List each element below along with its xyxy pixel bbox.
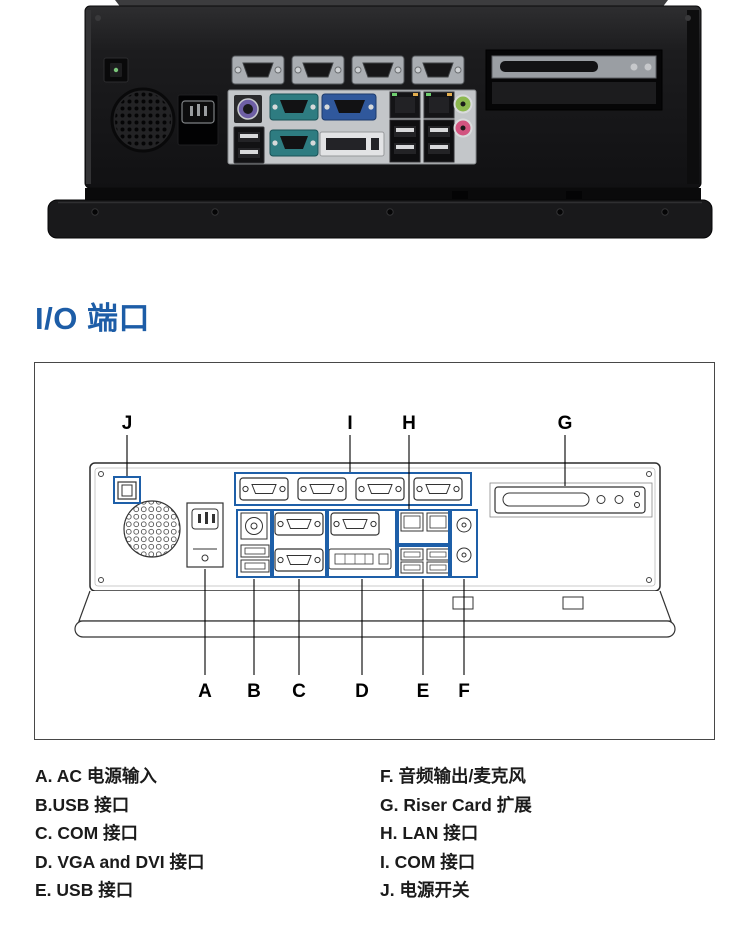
fan-grille-drawing	[123, 500, 181, 558]
callout-box-d	[327, 509, 397, 578]
power-switch-drawing	[117, 481, 137, 500]
com-port-lower	[269, 129, 319, 157]
ac-inlet-drawing	[186, 502, 224, 568]
lan-port-1	[389, 91, 421, 119]
audio-jacks	[453, 94, 473, 138]
audio-jacks-drawing	[456, 517, 472, 563]
legend-item-d: D. VGA and DVI 接口	[35, 851, 205, 872]
io-port-diagram-svg: J I H G A B C D E F	[74, 413, 676, 702]
label-e: E	[417, 681, 430, 702]
legend-left-column: A. AC 电源输入 B.USB 接口 C. COM 接口 D. VGA and…	[35, 762, 380, 905]
front-bezel-edge	[47, 199, 713, 239]
legend-item-g: G. Riser Card 扩展	[380, 794, 532, 815]
callout-box-c	[272, 509, 327, 578]
label-b: B	[247, 681, 261, 702]
dvi-port-drawing	[328, 548, 392, 570]
legend-item-a: A. AC 电源输入	[35, 766, 157, 786]
label-j: J	[122, 413, 133, 434]
ac-inlet	[177, 94, 219, 146]
callout-box-b	[236, 509, 272, 578]
com-port-upper	[269, 93, 319, 121]
legend-item-i: I. COM 接口	[380, 851, 476, 872]
label-c: C	[292, 681, 306, 702]
callout-box-h	[397, 509, 450, 545]
usb-ports-e-drawing	[400, 548, 450, 574]
callout-box-e	[397, 545, 450, 578]
bottom-flange-drawing	[74, 590, 676, 638]
label-a: A	[198, 681, 212, 702]
usb-ports-b-drawing	[240, 544, 270, 573]
ps2-port-drawing	[240, 512, 268, 540]
bottom-flange	[85, 188, 701, 202]
usb-ports-e2	[423, 119, 455, 163]
riser-card-slot	[485, 49, 663, 111]
lan-port-2	[423, 91, 455, 119]
power-switch	[103, 57, 129, 83]
legend-item-c: C. COM 接口	[35, 823, 139, 843]
legend-item-j: J. 电源开关	[380, 880, 470, 900]
rear-panel-photo	[0, 0, 750, 250]
dvi-port	[319, 131, 385, 157]
label-g: G	[558, 413, 573, 434]
label-h: H	[402, 413, 416, 434]
io-port-diagram: J I H G A B C D E F	[34, 362, 715, 740]
legend-right-column: F. 音频输出/麦克风 G. Riser Card 扩展 H. LAN 接口 I…	[380, 762, 725, 905]
legend-item-b: B.USB 接口	[35, 794, 130, 815]
label-f: F	[458, 681, 470, 702]
rear-panel-photo-svg	[47, 0, 713, 239]
label-i: I	[347, 413, 352, 434]
callout-box-i	[234, 472, 472, 506]
legend-item-f: F. 音频输出/麦克风	[380, 766, 526, 786]
callout-box-j	[113, 476, 141, 504]
lan-ports-drawing	[400, 512, 450, 532]
usb-ports-b	[233, 126, 265, 164]
callout-letters: J I H G A B C D E F	[122, 413, 573, 702]
io-legend: A. AC 电源输入 B.USB 接口 C. COM 接口 D. VGA and…	[35, 762, 725, 905]
section-title: I/O 端口	[35, 301, 150, 336]
leader-lines	[126, 435, 566, 675]
callout-box-f	[450, 509, 478, 578]
legend-item-h: H. LAN 接口	[380, 823, 479, 843]
ps2-port	[234, 95, 262, 123]
riser-slot-drawing	[489, 482, 653, 518]
callout-boxes	[113, 472, 478, 578]
vga-port-drawing	[330, 512, 380, 536]
fan-grille	[110, 87, 176, 153]
vga-port	[321, 93, 377, 121]
legend-item-e: E. USB 接口	[35, 880, 134, 900]
label-d: D	[355, 681, 369, 702]
usb-ports-e1	[389, 119, 421, 163]
